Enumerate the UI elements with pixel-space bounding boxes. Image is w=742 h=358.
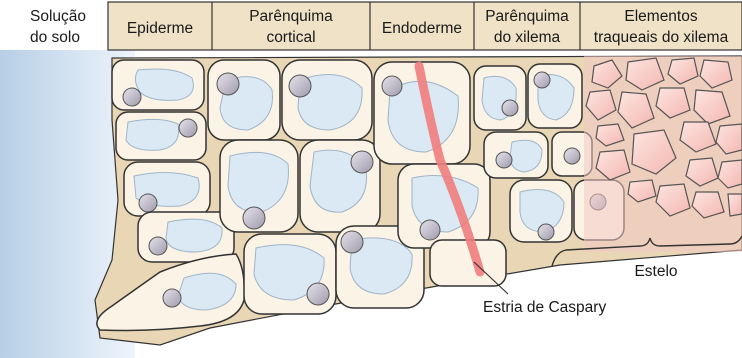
tracheary-element — [728, 194, 742, 216]
cortical-cell — [300, 140, 380, 232]
header-soil-solution-line2: do solo — [30, 29, 80, 46]
nucleus — [538, 224, 554, 240]
cortical-cell — [208, 60, 280, 140]
epidermis-cell — [124, 162, 210, 216]
nucleus — [149, 237, 167, 255]
header-soil-solution-line1: Solução — [30, 8, 86, 25]
nucleus — [163, 289, 181, 307]
nucleus — [243, 207, 265, 229]
header-cortical-parenchyma-line1: Parênquima — [249, 8, 333, 25]
header-cortical-parenchyma-line2: cortical — [266, 29, 315, 46]
nucleus — [564, 148, 580, 164]
nucleus — [502, 100, 518, 116]
nucleus — [307, 283, 329, 305]
nucleus — [217, 73, 239, 95]
header-tracheary-elements-line1: Elementos — [624, 8, 697, 25]
header-xylem-parenchyma-line2: do xilema — [494, 29, 561, 46]
epidermis-cell — [138, 212, 234, 262]
nucleus — [420, 220, 440, 240]
nucleus — [534, 72, 550, 88]
nucleus — [179, 119, 197, 137]
cortical-cell — [244, 234, 336, 314]
epidermis-cell — [112, 60, 204, 110]
nucleus — [341, 231, 363, 253]
header-xylem-parenchyma-line1: Parênquima — [485, 8, 569, 25]
nucleus — [289, 75, 311, 97]
header-epidermis: Epiderme — [127, 20, 193, 37]
header-tracheary-elements-line2: traqueais do xilema — [594, 29, 729, 46]
xylem-parenchyma-cell — [474, 66, 526, 130]
xylem-parenchyma-cell — [510, 180, 572, 242]
xylem-parenchyma-cell — [528, 64, 582, 128]
cortical-cell — [220, 140, 298, 232]
xylem-tracheary-elements — [584, 56, 742, 252]
stele-label: Estelo — [634, 263, 677, 280]
nucleus — [139, 194, 157, 212]
nucleus — [382, 76, 402, 96]
xylem-parenchyma-cell — [484, 132, 548, 178]
nucleus — [351, 151, 373, 173]
epidermis-cell — [116, 112, 206, 160]
nucleus — [496, 152, 512, 168]
header-endodermis: Endoderme — [382, 20, 462, 37]
casparian-strip-label: Estria de Caspary — [483, 299, 606, 316]
header-band: Solução do solo Epiderme Parênquima cort… — [30, 2, 742, 50]
nucleus — [123, 88, 141, 106]
cortical-cell — [282, 60, 372, 140]
